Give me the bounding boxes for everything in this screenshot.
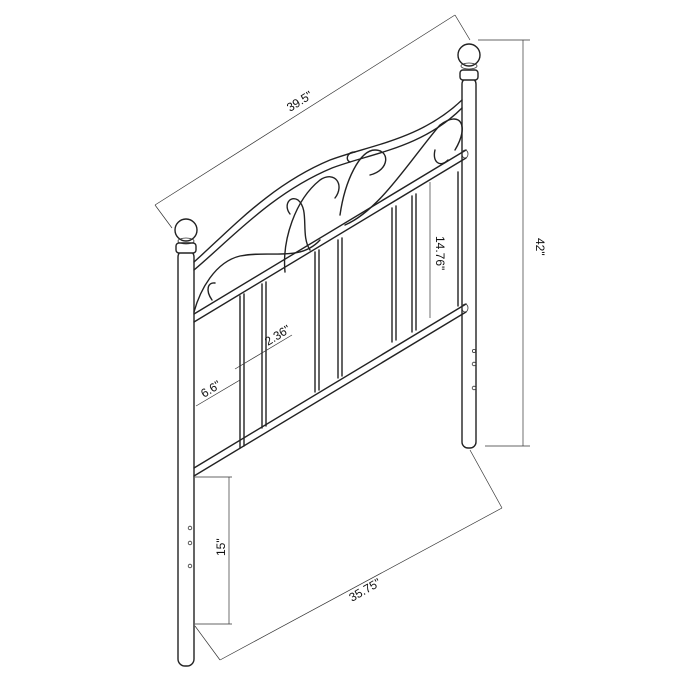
dimension-end-spacing: 6.6" (195, 378, 241, 407)
dimension-panel-height: 14.76" (429, 182, 447, 318)
spindles (239, 171, 459, 449)
dimension-panel-width: 35.75" (194, 449, 503, 661)
label-overall-height: 42" (533, 238, 547, 256)
label-panel-height: 14.76" (433, 236, 447, 270)
middle-rail (193, 303, 469, 477)
upper-rail (193, 149, 469, 323)
label-panel-width: 35.75" (347, 575, 384, 604)
dimension-overall-height: 42" (478, 39, 547, 447)
label-spindle-spacing: 2.36" (262, 322, 293, 349)
left-post (174, 218, 198, 667)
top-arch-rail (193, 99, 463, 271)
label-leg-height: 15" (214, 538, 228, 556)
scroll-ornaments (193, 118, 463, 313)
label-overall-width: 39.5" (284, 88, 315, 115)
dimension-overall-width: 39.5" (154, 14, 471, 229)
right-post (457, 43, 481, 449)
label-end-spacing: 6.6" (198, 378, 223, 401)
dimension-leg-height: 15" (195, 476, 232, 625)
